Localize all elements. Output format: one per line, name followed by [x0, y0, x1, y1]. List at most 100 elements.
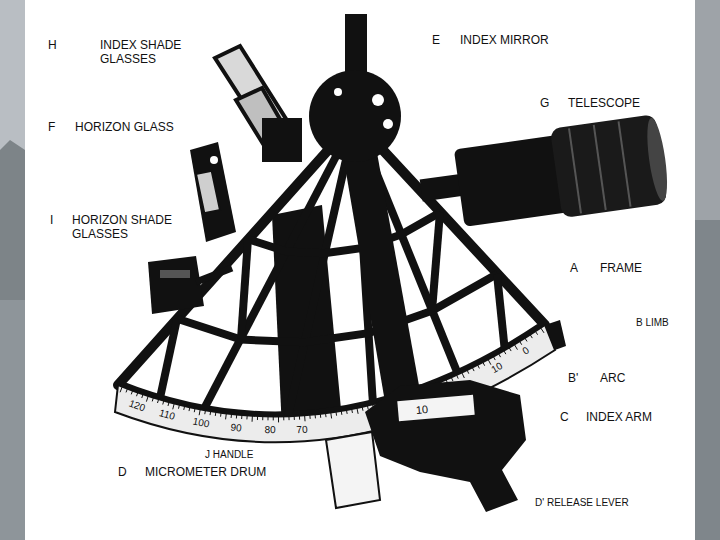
- part-letter: A: [570, 261, 578, 275]
- screw: [383, 119, 393, 129]
- tick-mark: [142, 394, 143, 398]
- tick-mark: [189, 407, 191, 411]
- part-label: INDEX ARM: [586, 410, 652, 424]
- micrometer-drum: [365, 380, 526, 512]
- tick-mark: [341, 411, 343, 415]
- tick-mark: [335, 412, 337, 416]
- drum-number: 10: [415, 403, 428, 417]
- tick-mark: [178, 405, 180, 409]
- part-label: INDEX MIRROR: [460, 33, 549, 47]
- tick-mark: [499, 354, 501, 357]
- frame-crossbar: [248, 212, 440, 253]
- tick-mark: [530, 335, 532, 338]
- scale-number: 80: [264, 424, 275, 436]
- tick-mark: [509, 348, 511, 351]
- screw: [372, 94, 384, 106]
- tick-mark: [120, 387, 122, 393]
- tick-mark: [351, 409, 353, 413]
- pivot-hub: [309, 70, 401, 162]
- tick-mark: [146, 396, 148, 402]
- part-label: INDEX SHADE GLASSES: [100, 38, 210, 67]
- tick-mark: [294, 416, 295, 420]
- telescope-rib: [619, 121, 631, 206]
- tick-mark: [199, 409, 200, 415]
- photo-sea: [0, 300, 25, 540]
- vernier-plate: [326, 432, 380, 508]
- tick-mark: [210, 411, 212, 415]
- part-label: HORIZON GLASS: [75, 120, 174, 134]
- screw: [210, 156, 218, 164]
- scale-number: 70: [296, 424, 308, 437]
- photo-hills: [0, 140, 25, 300]
- tick-mark: [330, 413, 332, 419]
- scale-number: 90: [230, 421, 242, 434]
- tick-mark: [273, 416, 274, 420]
- tick-mark: [472, 367, 474, 371]
- tick-mark: [299, 416, 300, 420]
- frame-webs: [160, 120, 505, 416]
- tick-mark: [236, 415, 237, 419]
- tick-mark: [462, 373, 465, 378]
- tick-mark: [451, 377, 453, 381]
- part-label: FRAME: [600, 261, 642, 275]
- frame-strut: [160, 319, 177, 398]
- tick-mark: [194, 408, 196, 412]
- tick-mark: [126, 389, 127, 393]
- frame-strut: [241, 239, 248, 339]
- part-label: J HANDLE: [205, 449, 253, 461]
- telescope-tube: [454, 135, 569, 227]
- shade-mount: [262, 118, 302, 162]
- horizon-glass: [196, 171, 220, 213]
- part-label: B LIMB: [636, 317, 669, 329]
- tick-mark: [137, 392, 138, 396]
- tick-mark: [163, 401, 164, 405]
- tick-mark: [220, 413, 222, 417]
- tick-mark: [246, 415, 247, 419]
- tick-mark: [457, 375, 459, 379]
- tick-mark: [183, 406, 185, 410]
- tick-mark: [535, 331, 537, 334]
- tick-mark: [278, 416, 279, 422]
- part-label: D' RELEASE LEVER: [535, 497, 629, 509]
- tick-mark: [514, 344, 517, 349]
- telescope-rib: [569, 128, 581, 213]
- telescope: [415, 114, 671, 237]
- tick-mark: [288, 416, 289, 420]
- tick-mark: [204, 410, 206, 414]
- tick-mark: [346, 410, 348, 414]
- tick-mark: [541, 328, 544, 333]
- tick-mark: [304, 415, 305, 421]
- tick-mark: [257, 416, 258, 420]
- shade-arm: [196, 268, 232, 282]
- tick-mark: [504, 351, 506, 354]
- part-letter: C: [560, 410, 569, 424]
- tick-mark: [325, 413, 327, 417]
- tick-mark: [309, 415, 310, 419]
- telescope-rib: [594, 125, 606, 210]
- photo-sea: [695, 220, 720, 540]
- photo-edge-left: [0, 0, 25, 540]
- tick-mark: [362, 407, 364, 411]
- part-letter: I: [50, 213, 53, 227]
- part-label: MICROMETER DRUM: [145, 465, 266, 479]
- frame-spoke: [203, 120, 355, 411]
- tick-mark: [483, 362, 485, 366]
- part-letter: E: [432, 33, 440, 47]
- tick-mark: [215, 412, 217, 416]
- tick-mark: [152, 398, 153, 402]
- tick-mark: [467, 370, 469, 374]
- tick-mark: [525, 338, 527, 341]
- part-label: TELESCOPE: [568, 96, 640, 110]
- tick-mark: [478, 365, 480, 369]
- tick-mark: [157, 399, 158, 403]
- telescope-lens: [643, 117, 671, 202]
- tick-mark: [283, 416, 284, 420]
- part-label: HORIZON SHADE GLASSES: [72, 213, 187, 242]
- tick-mark: [357, 408, 358, 414]
- part-letter: G: [540, 96, 549, 110]
- part-letter: H: [48, 38, 57, 52]
- photo-edge-right: [695, 0, 720, 540]
- shade-edge: [160, 270, 190, 278]
- tick-mark: [262, 416, 263, 420]
